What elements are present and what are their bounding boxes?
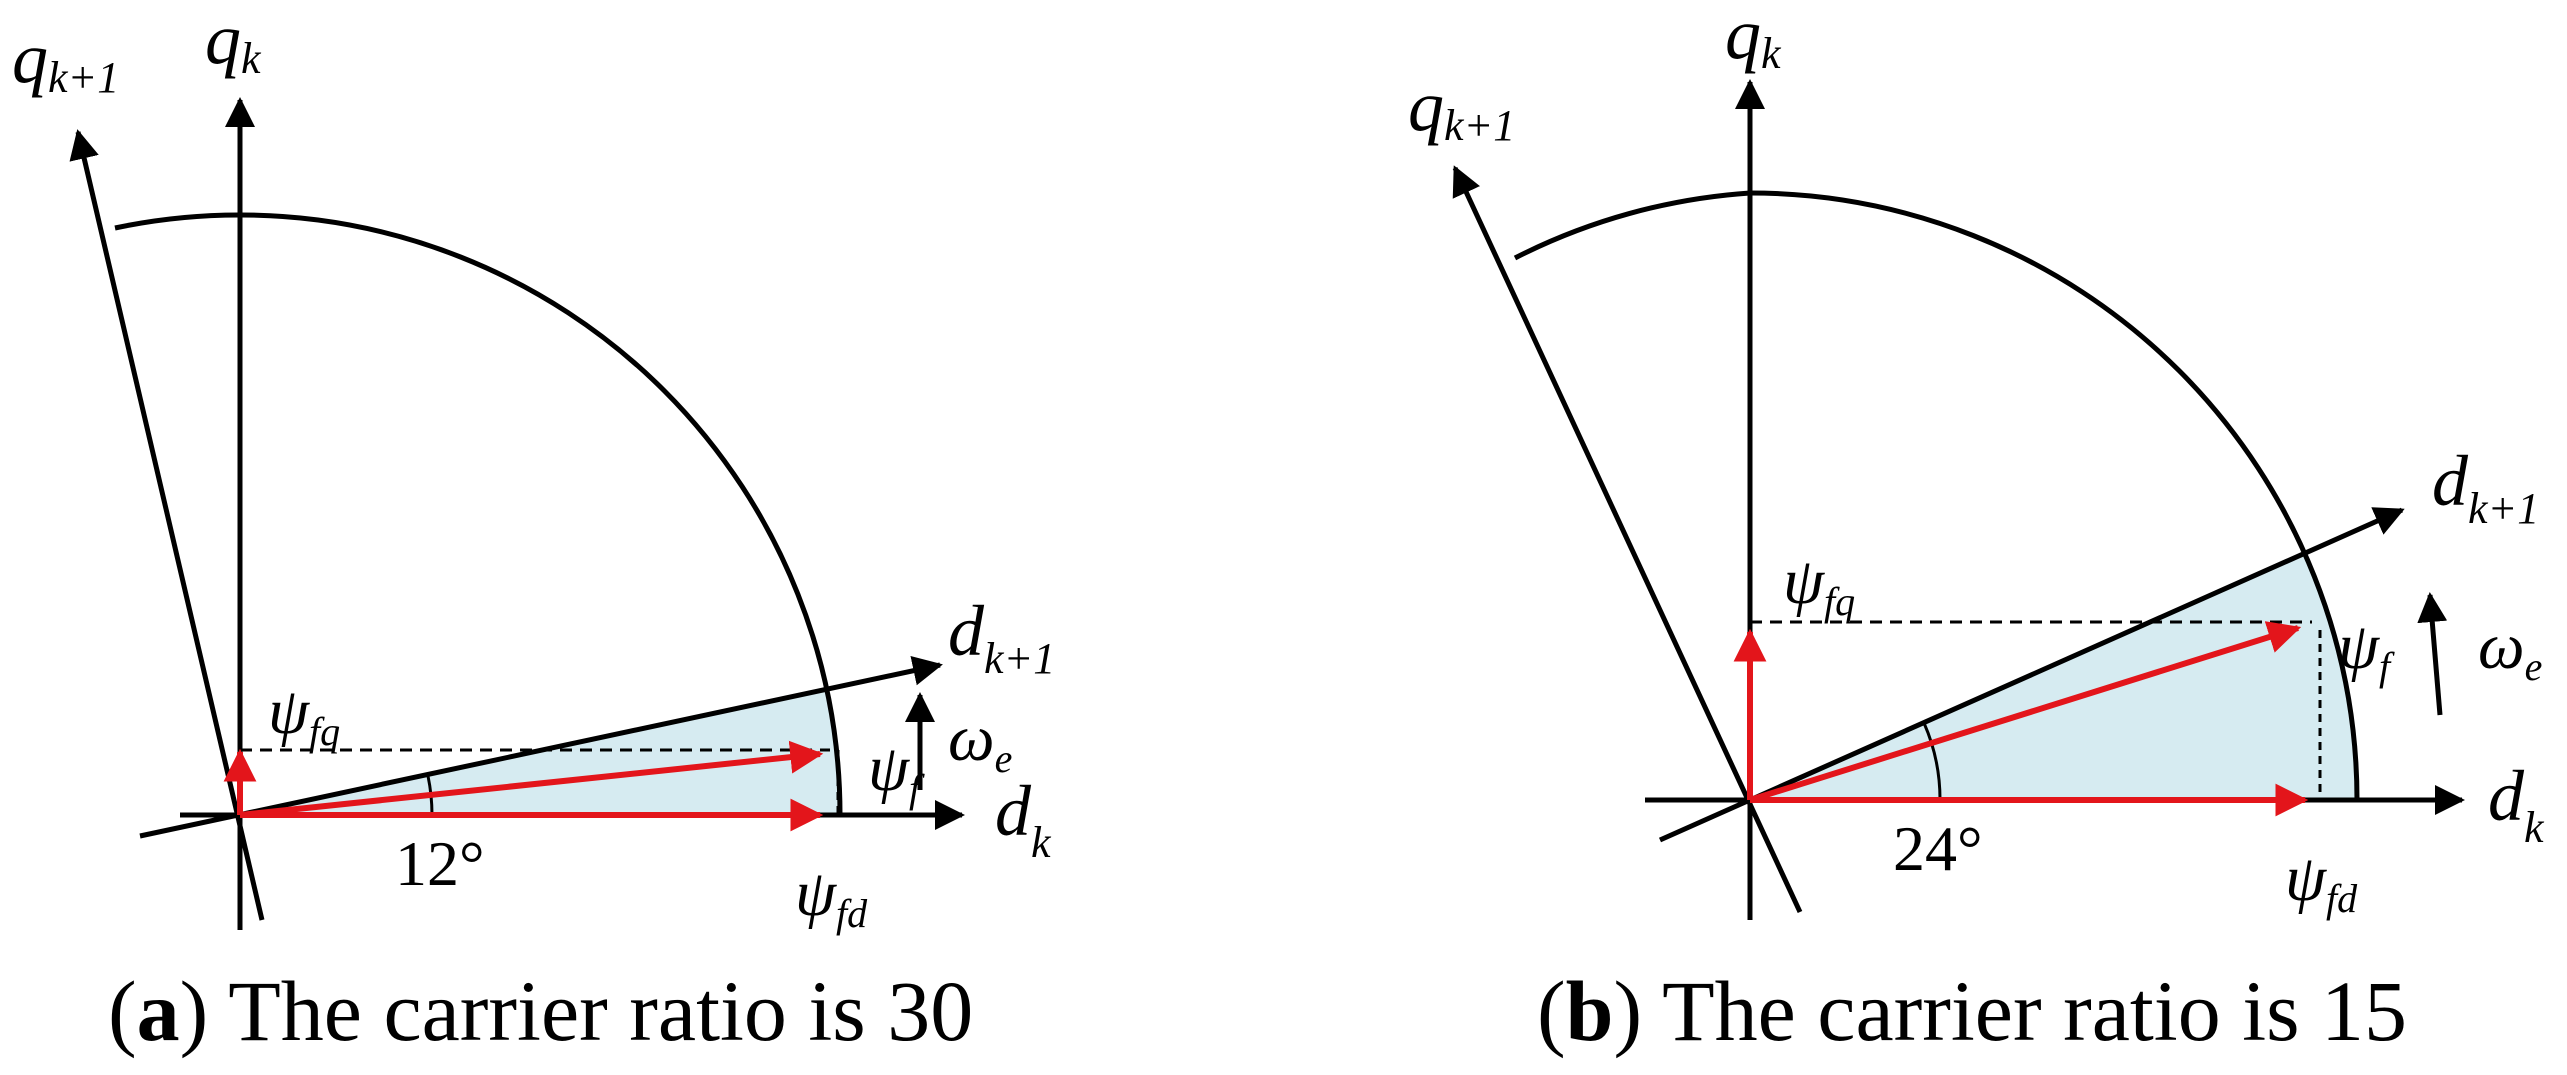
- psi-fd-label: ψfd: [2285, 842, 2358, 921]
- flux-arc: [1749, 190, 2360, 801]
- dk1-label: dk+1: [948, 591, 1055, 683]
- qk1-label: qk+1: [1408, 66, 1515, 150]
- caption-a: (a) The carrier ratio is 30: [108, 963, 973, 1059]
- dk1-axis: [1658, 507, 2405, 843]
- qk-label: qk: [205, 0, 262, 83]
- psi-fq-label: ψfq: [268, 675, 340, 754]
- psi-f-label: ψf: [2338, 610, 2395, 689]
- qk-label: qk: [1725, 0, 1782, 78]
- dk1-label: dk+1: [2432, 441, 2539, 533]
- qk1-axis: [69, 129, 265, 921]
- angle-label: 12°: [395, 828, 485, 899]
- panel-b: qk qk+1 dk+1 dk ψfq ψfd ψf ωe 24° (b) Th…: [1408, 0, 2545, 1059]
- flux-arc-extension: [1513, 190, 1751, 261]
- psi-fd-label: ψfd: [795, 857, 868, 936]
- psi-f-vector: [239, 740, 824, 818]
- angle-arc: [1922, 722, 1942, 801]
- dk-label: dk: [995, 771, 1052, 867]
- rotation-arrow: [2417, 592, 2448, 716]
- angle-label: 24°: [1893, 813, 1983, 884]
- omega-label: ωe: [2478, 610, 2542, 689]
- psi-fq-label: ψfq: [1783, 545, 1855, 624]
- flux-arc-extension: [114, 212, 241, 231]
- qk1-axis: [1452, 165, 1803, 914]
- omega-label: ωe: [948, 702, 1012, 781]
- flux-sector-fill: [1750, 555, 2357, 800]
- qk1-label: qk+1: [12, 18, 119, 102]
- dk-label: dk: [2488, 756, 2545, 852]
- psi-f-label: ψf: [868, 732, 925, 811]
- flux-arc: [239, 212, 843, 816]
- psi-f-vector: [1749, 621, 2302, 803]
- panel-a: qk qk+1 dk+1 dk ψfq ψfd ψf ωe 12° (a) Th…: [12, 0, 1055, 1059]
- caption-b: (b) The carrier ratio is 15: [1537, 963, 2407, 1059]
